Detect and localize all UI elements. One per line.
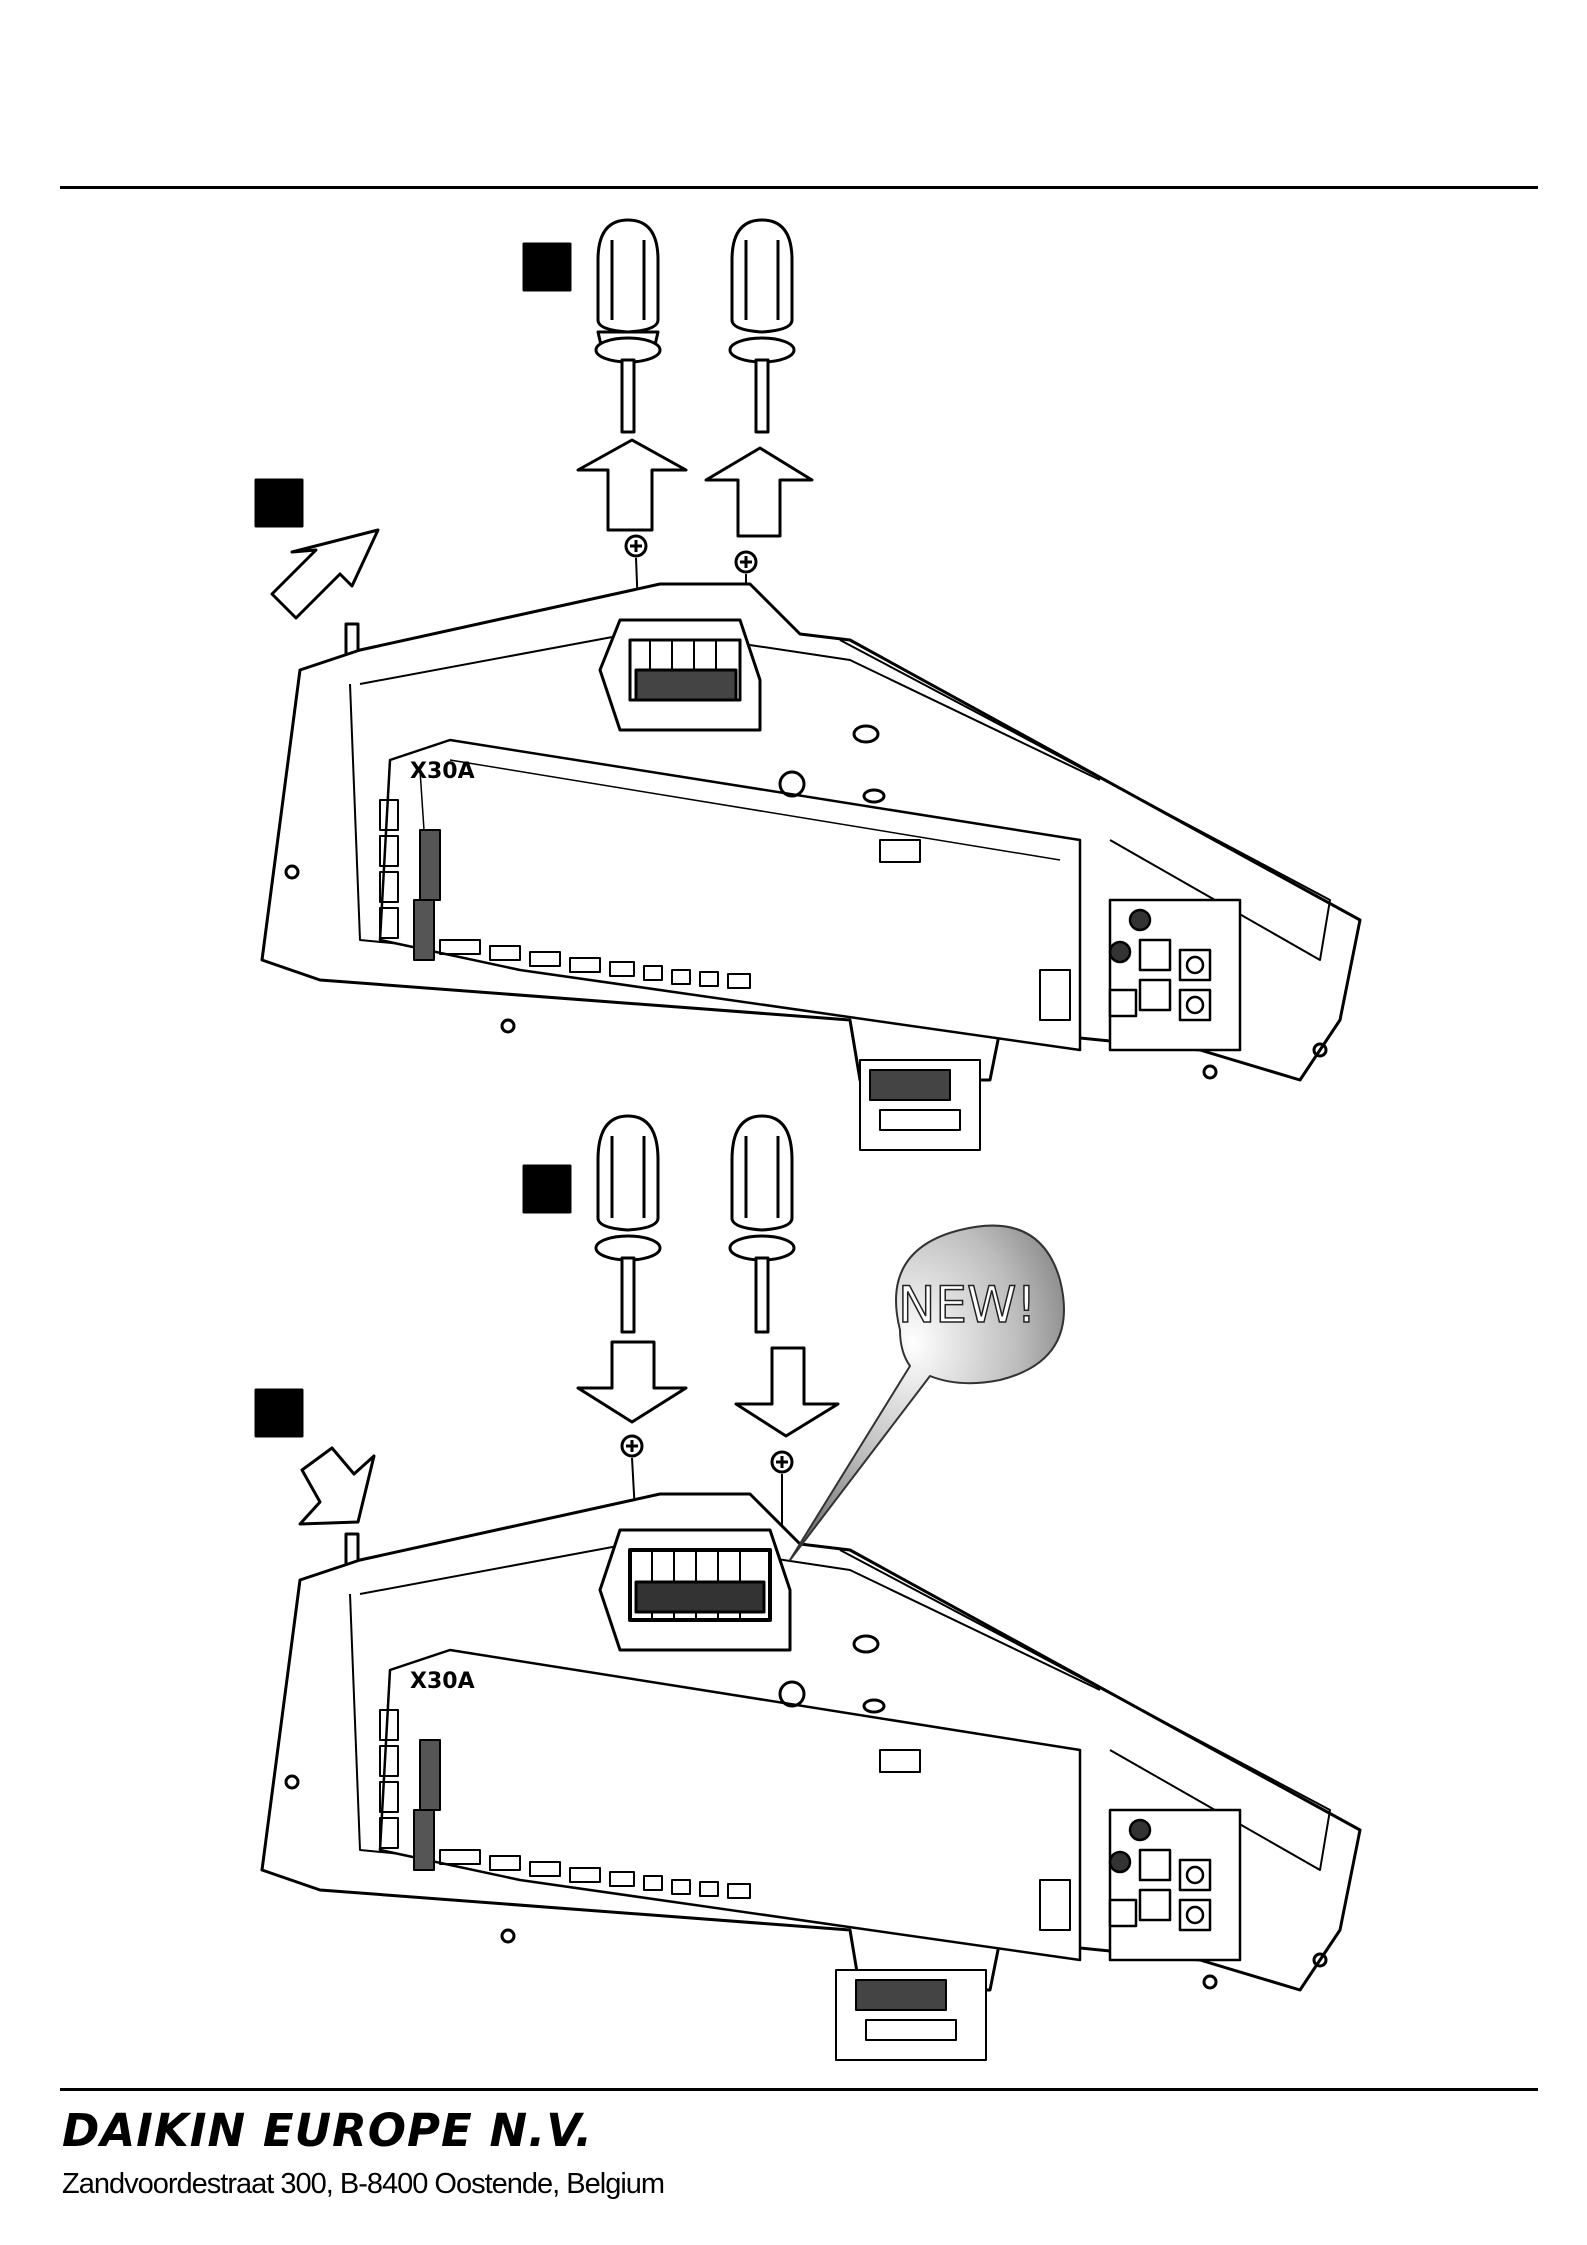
- arrow-down-right: [736, 1348, 838, 1436]
- company-address: Zandvoordestraat 300, B-8400 Oostende, B…: [62, 2168, 664, 2201]
- step-marker-cable: [256, 480, 302, 526]
- arrow-up-diagonal: [272, 530, 378, 618]
- power-terminal-block: [1110, 900, 1240, 1050]
- screwdriver-left: [596, 1116, 660, 1332]
- illustration-installation-step: X30A NEW!: [0, 1090, 1587, 2070]
- terminal-block-new: [600, 1530, 790, 1650]
- connector-label-x30a: X30A: [410, 759, 475, 784]
- top-divider: [60, 186, 1538, 189]
- connector-label-x30a: X30A: [410, 1669, 475, 1694]
- arrow-down-left: [578, 1342, 686, 1422]
- illustration-removal-step: X30A: [0, 200, 1587, 1180]
- new-callout-text: NEW!: [898, 1276, 1036, 1334]
- arrow-up-left: [578, 440, 686, 530]
- screwdriver-right: [730, 1116, 794, 1332]
- power-terminal-block: [1110, 1810, 1240, 1960]
- arrow-up-right: [706, 448, 812, 536]
- screwdriver-left: [596, 220, 660, 432]
- company-name: DAIKIN EUROPE N.V.: [62, 2104, 593, 2157]
- terminal-block-removed: [600, 620, 760, 730]
- step-marker-screwdriver: [524, 244, 570, 290]
- step-marker-screwdriver: [524, 1166, 570, 1212]
- step-marker-cable: [256, 1390, 302, 1436]
- screwdriver-right: [730, 220, 794, 432]
- bottom-divider: [60, 2088, 1538, 2091]
- arrow-down-diagonal: [300, 1448, 374, 1524]
- bottom-connector: [836, 1970, 986, 2060]
